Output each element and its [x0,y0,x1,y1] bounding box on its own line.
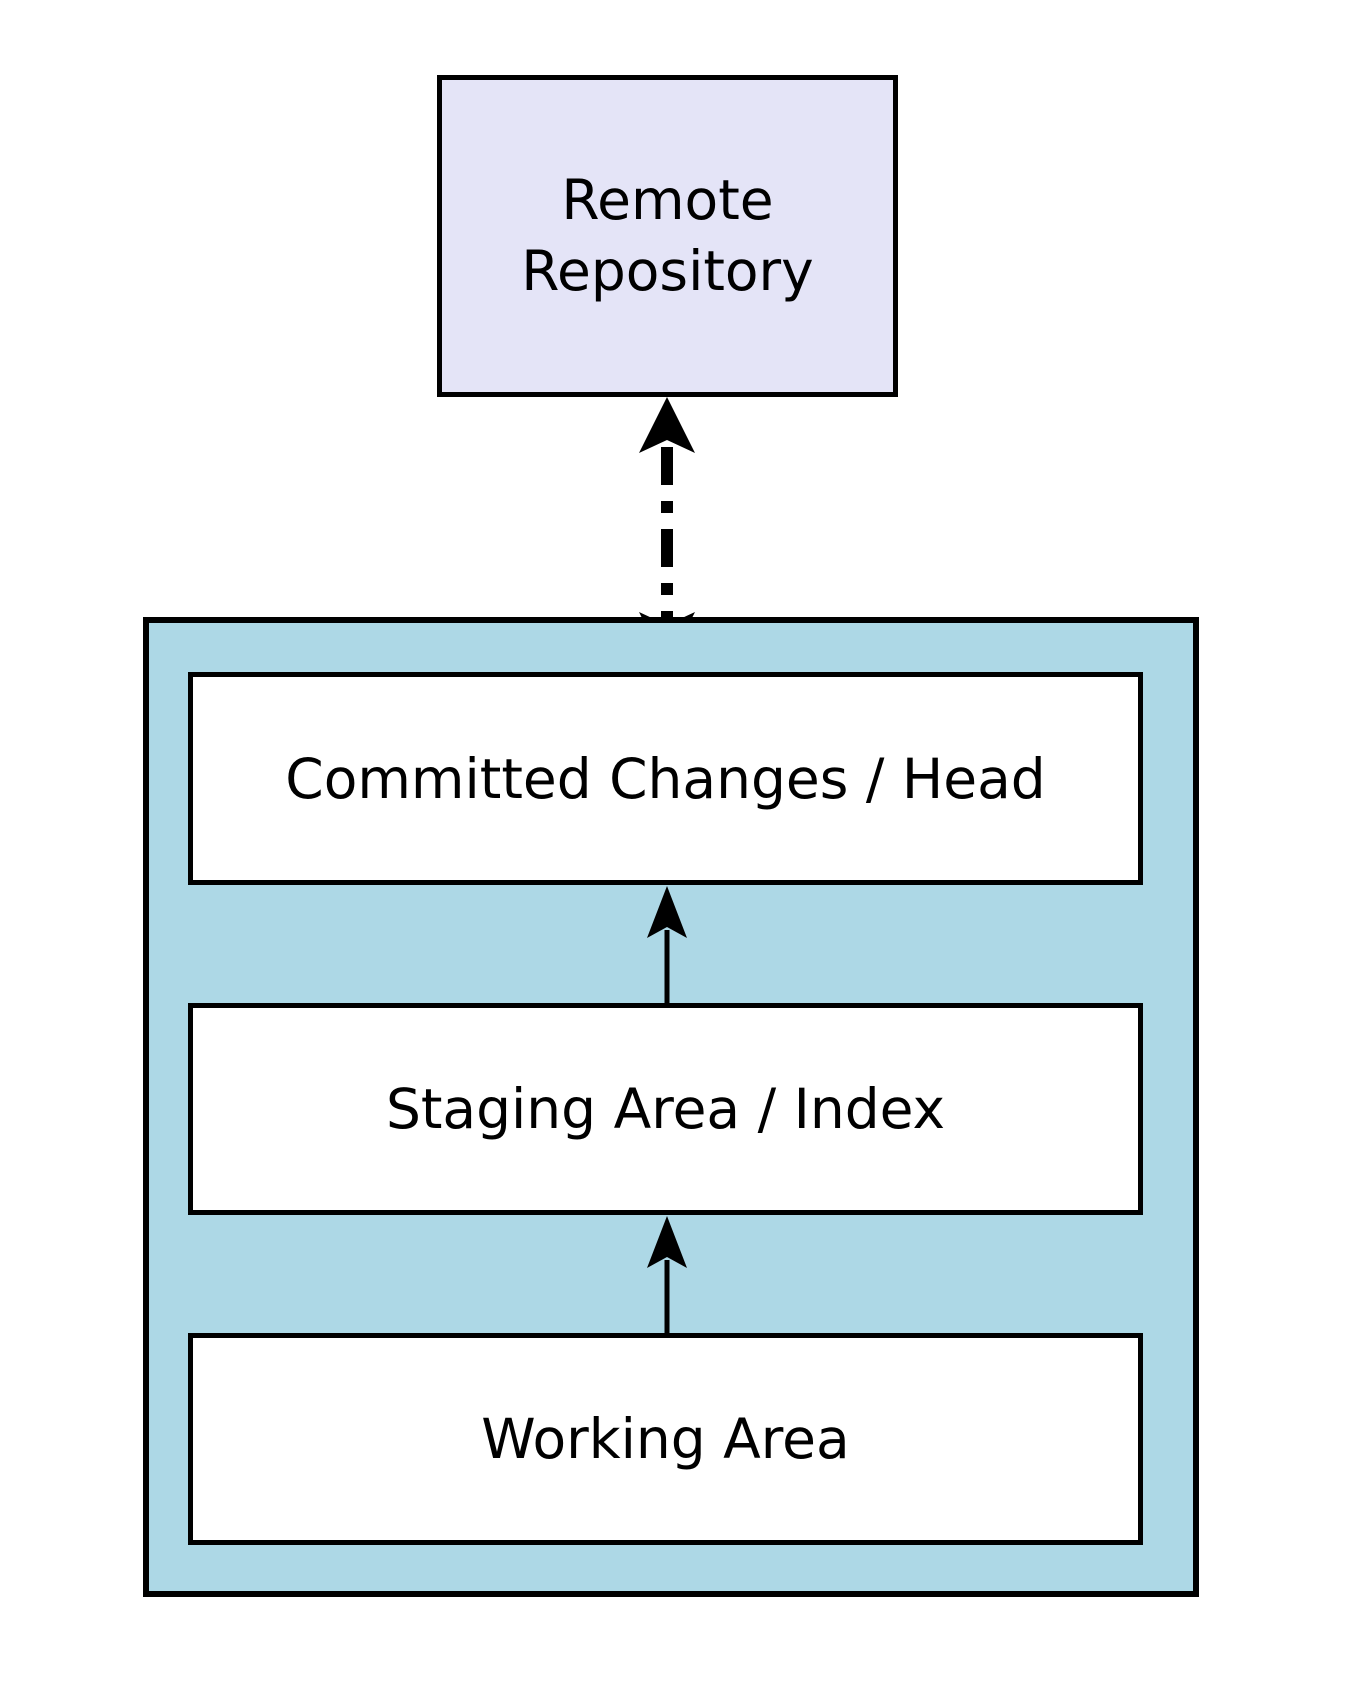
committed-changes-box: Committed Changes / Head [188,672,1143,885]
remote-repository-box: Remote Repository [437,75,898,397]
committed-changes-label: Committed Changes / Head [285,746,1046,811]
working-area-label: Working Area [481,1407,850,1471]
working-area-box: Working Area [188,1333,1143,1545]
remote-repository-label: Remote Repository [521,167,814,304]
staging-area-box: Staging Area / Index [188,1003,1143,1215]
staging-area-label: Staging Area / Index [385,1077,946,1141]
